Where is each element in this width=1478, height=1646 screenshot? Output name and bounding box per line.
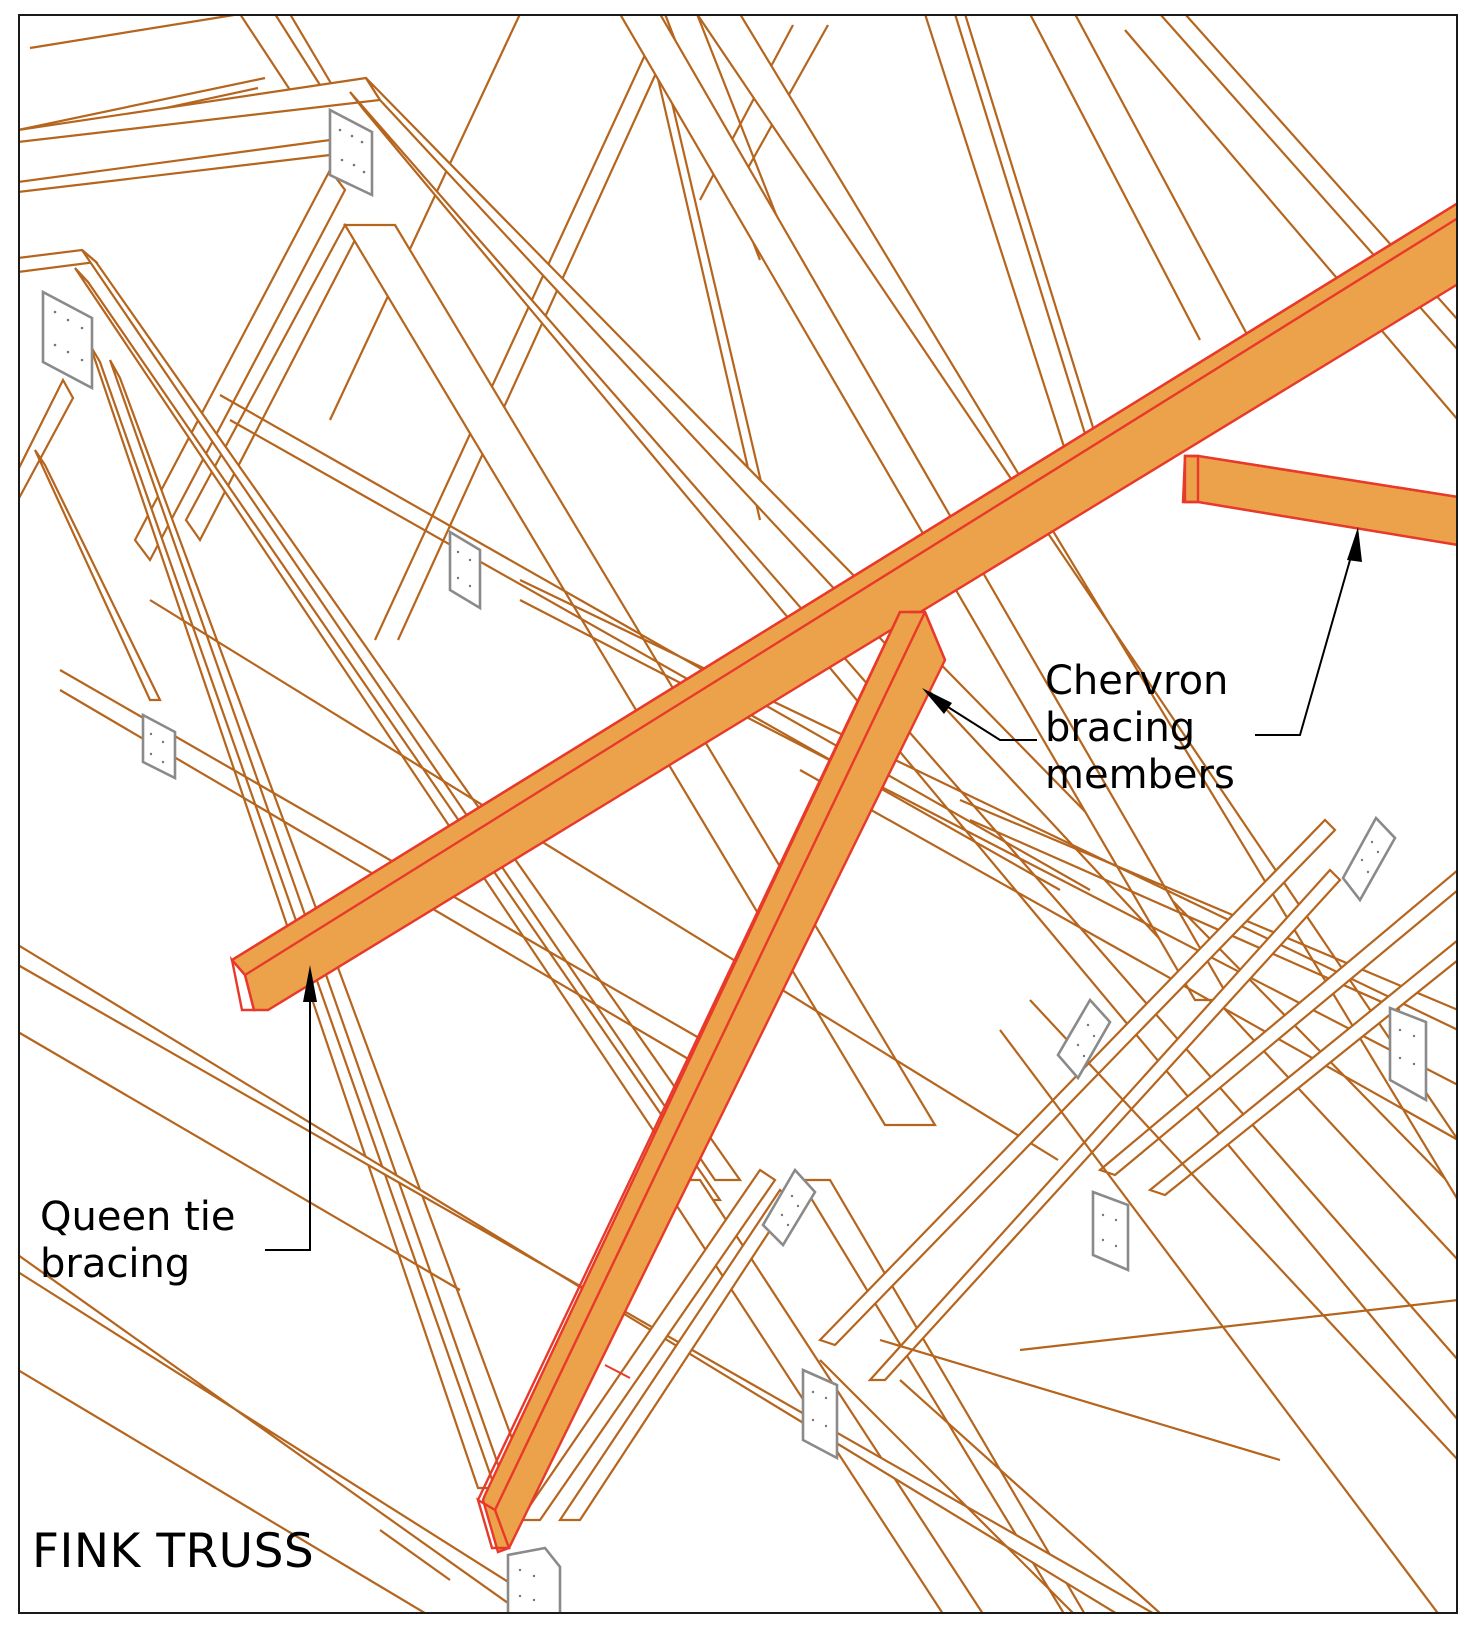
nail-plate-2 xyxy=(41,289,94,391)
nail-plate-4 xyxy=(141,712,177,781)
queen-tie-bracing-label: Queen tie bracing xyxy=(40,1194,236,1288)
gusset-plates xyxy=(41,107,1428,1613)
nail-plate-7 xyxy=(1056,997,1112,1081)
chevron-bracing-label: Chervron bracing members xyxy=(1045,658,1235,799)
nail-plate-9 xyxy=(761,1167,817,1248)
chevron-leader-left xyxy=(922,688,1037,741)
nail-plate-6 xyxy=(1388,1006,1428,1103)
chevron-bracing-member-2 xyxy=(1181,454,1457,547)
arrowhead-icon xyxy=(1347,527,1362,562)
chevron-bracing-member-1 xyxy=(476,610,947,1554)
bracing-fix-mark xyxy=(604,1364,631,1379)
chevron-leader-right xyxy=(1255,527,1362,736)
arrowhead-icon xyxy=(922,688,952,714)
nail-plate-3 xyxy=(448,529,482,611)
queen-tie-bracing xyxy=(229,202,1457,1012)
nail-plate-1 xyxy=(328,107,374,198)
nail-plate-8 xyxy=(1091,1190,1130,1272)
nail-plate-5 xyxy=(1341,815,1397,903)
nail-plate-10 xyxy=(801,1368,839,1461)
queen-tie-leader xyxy=(265,965,317,1251)
main-truss-members xyxy=(19,15,1457,1613)
arrowhead-icon xyxy=(303,965,317,1002)
diagram-title: FINK TRUSS xyxy=(32,1524,315,1579)
nail-plate-11 xyxy=(506,1546,562,1613)
